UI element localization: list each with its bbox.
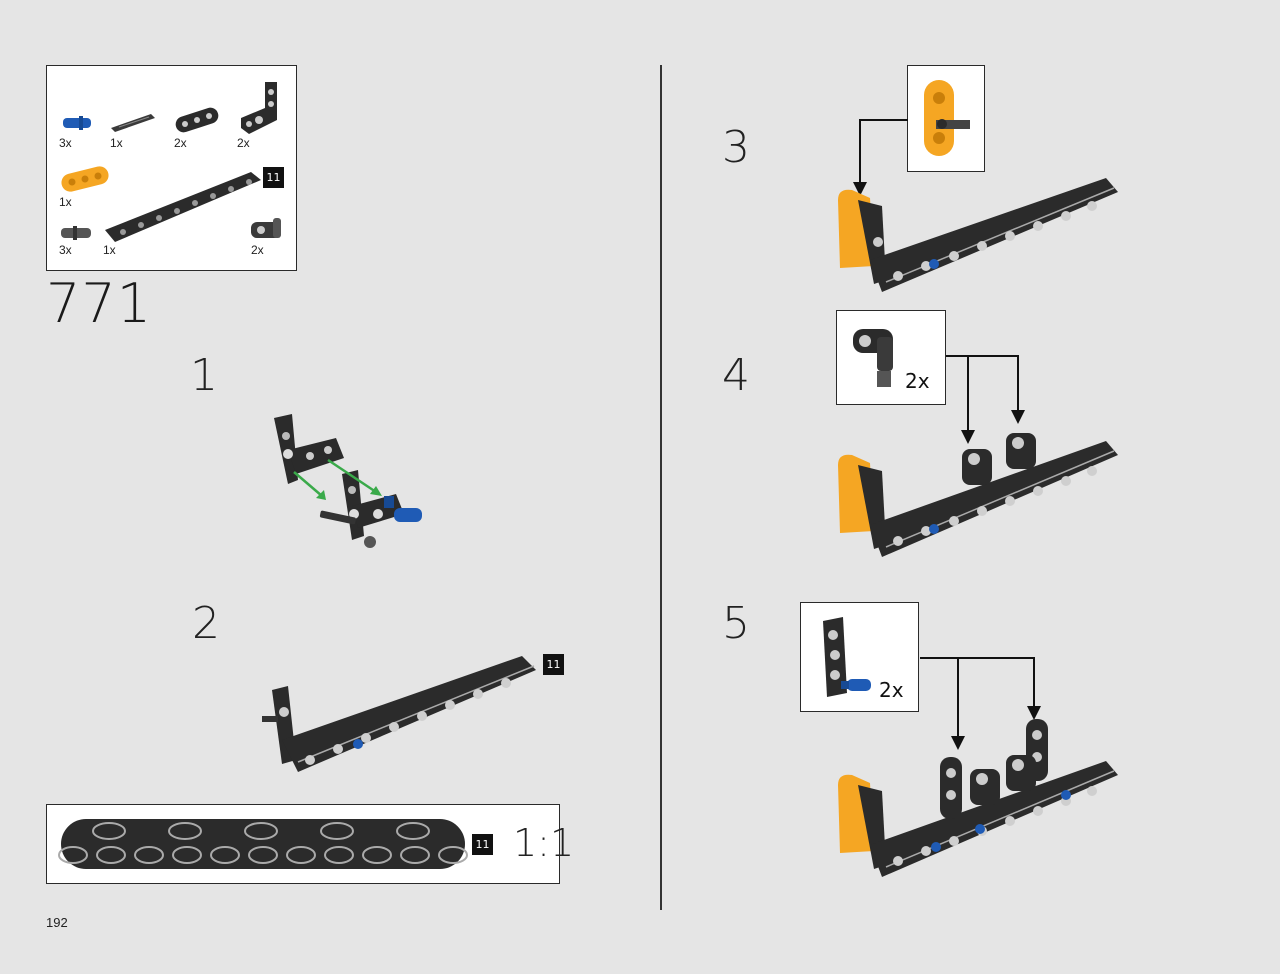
blue-pin-part-icon <box>63 116 91 130</box>
scale-beam-illustration <box>58 819 468 869</box>
pin-connector-part-icon <box>61 226 91 240</box>
qty-orange-beam: 1x <box>59 195 72 209</box>
step-2-number: 2 <box>192 598 220 649</box>
step-3-callout <box>907 65 985 172</box>
orange-beam-callout-icon <box>924 80 970 156</box>
long-beam-part-icon <box>105 172 261 242</box>
page-number: 192 <box>46 915 68 930</box>
l-beam-part-icon <box>241 82 277 134</box>
step-5-number: 5 <box>722 598 750 649</box>
axle-part-icon <box>111 114 155 132</box>
step-2-length-badge: 11 <box>543 654 564 675</box>
step-3-illustration <box>838 178 1118 292</box>
step-5-illustration <box>838 719 1118 877</box>
step-1-number: 1 <box>190 350 218 401</box>
step-4-callout: 2x <box>836 310 946 405</box>
scale-length-badge: 11 <box>472 834 493 855</box>
step-2-illustration <box>262 656 536 772</box>
l-beam-pin-callout-icon <box>823 617 871 697</box>
step-5-arrows <box>920 657 1041 750</box>
step-4-number: 4 <box>722 350 750 401</box>
qty-axle: 1x <box>110 136 123 150</box>
step-4-callout-qty: 2x <box>905 369 930 393</box>
step-5-callout-qty: 2x <box>879 678 904 702</box>
set-step-number: 771 <box>46 272 153 335</box>
qty-blue-pin: 3x <box>59 136 72 150</box>
parts-list-box: 3x 1x 2x 2x 1x 1x 11 3x 2x <box>46 65 297 271</box>
scale-box: 11 1:1 <box>46 804 574 884</box>
length-badge: 11 <box>263 167 284 188</box>
step-5-callout: 2x <box>800 602 919 712</box>
step-3-arrow <box>853 119 908 196</box>
qty-pin-connector: 3x <box>59 243 72 257</box>
qty-beam-3: 2x <box>174 136 187 150</box>
step-4-illustration <box>838 433 1118 557</box>
qty-l-beam: 2x <box>237 136 250 150</box>
bent-connector-part-icon <box>251 218 281 238</box>
step-3-number: 3 <box>722 122 750 173</box>
orange-beam-part-icon <box>61 166 109 192</box>
qty-long-beam: 1x <box>103 243 116 257</box>
bent-connector-callout-icon <box>853 329 893 387</box>
page-divider <box>660 65 662 910</box>
step-1-illustration <box>274 414 422 548</box>
scale-label: 1:1 <box>513 821 575 865</box>
step-4-arrows <box>946 355 1025 444</box>
qty-bent-connector: 2x <box>251 243 264 257</box>
beam-3-part-icon <box>175 107 219 133</box>
